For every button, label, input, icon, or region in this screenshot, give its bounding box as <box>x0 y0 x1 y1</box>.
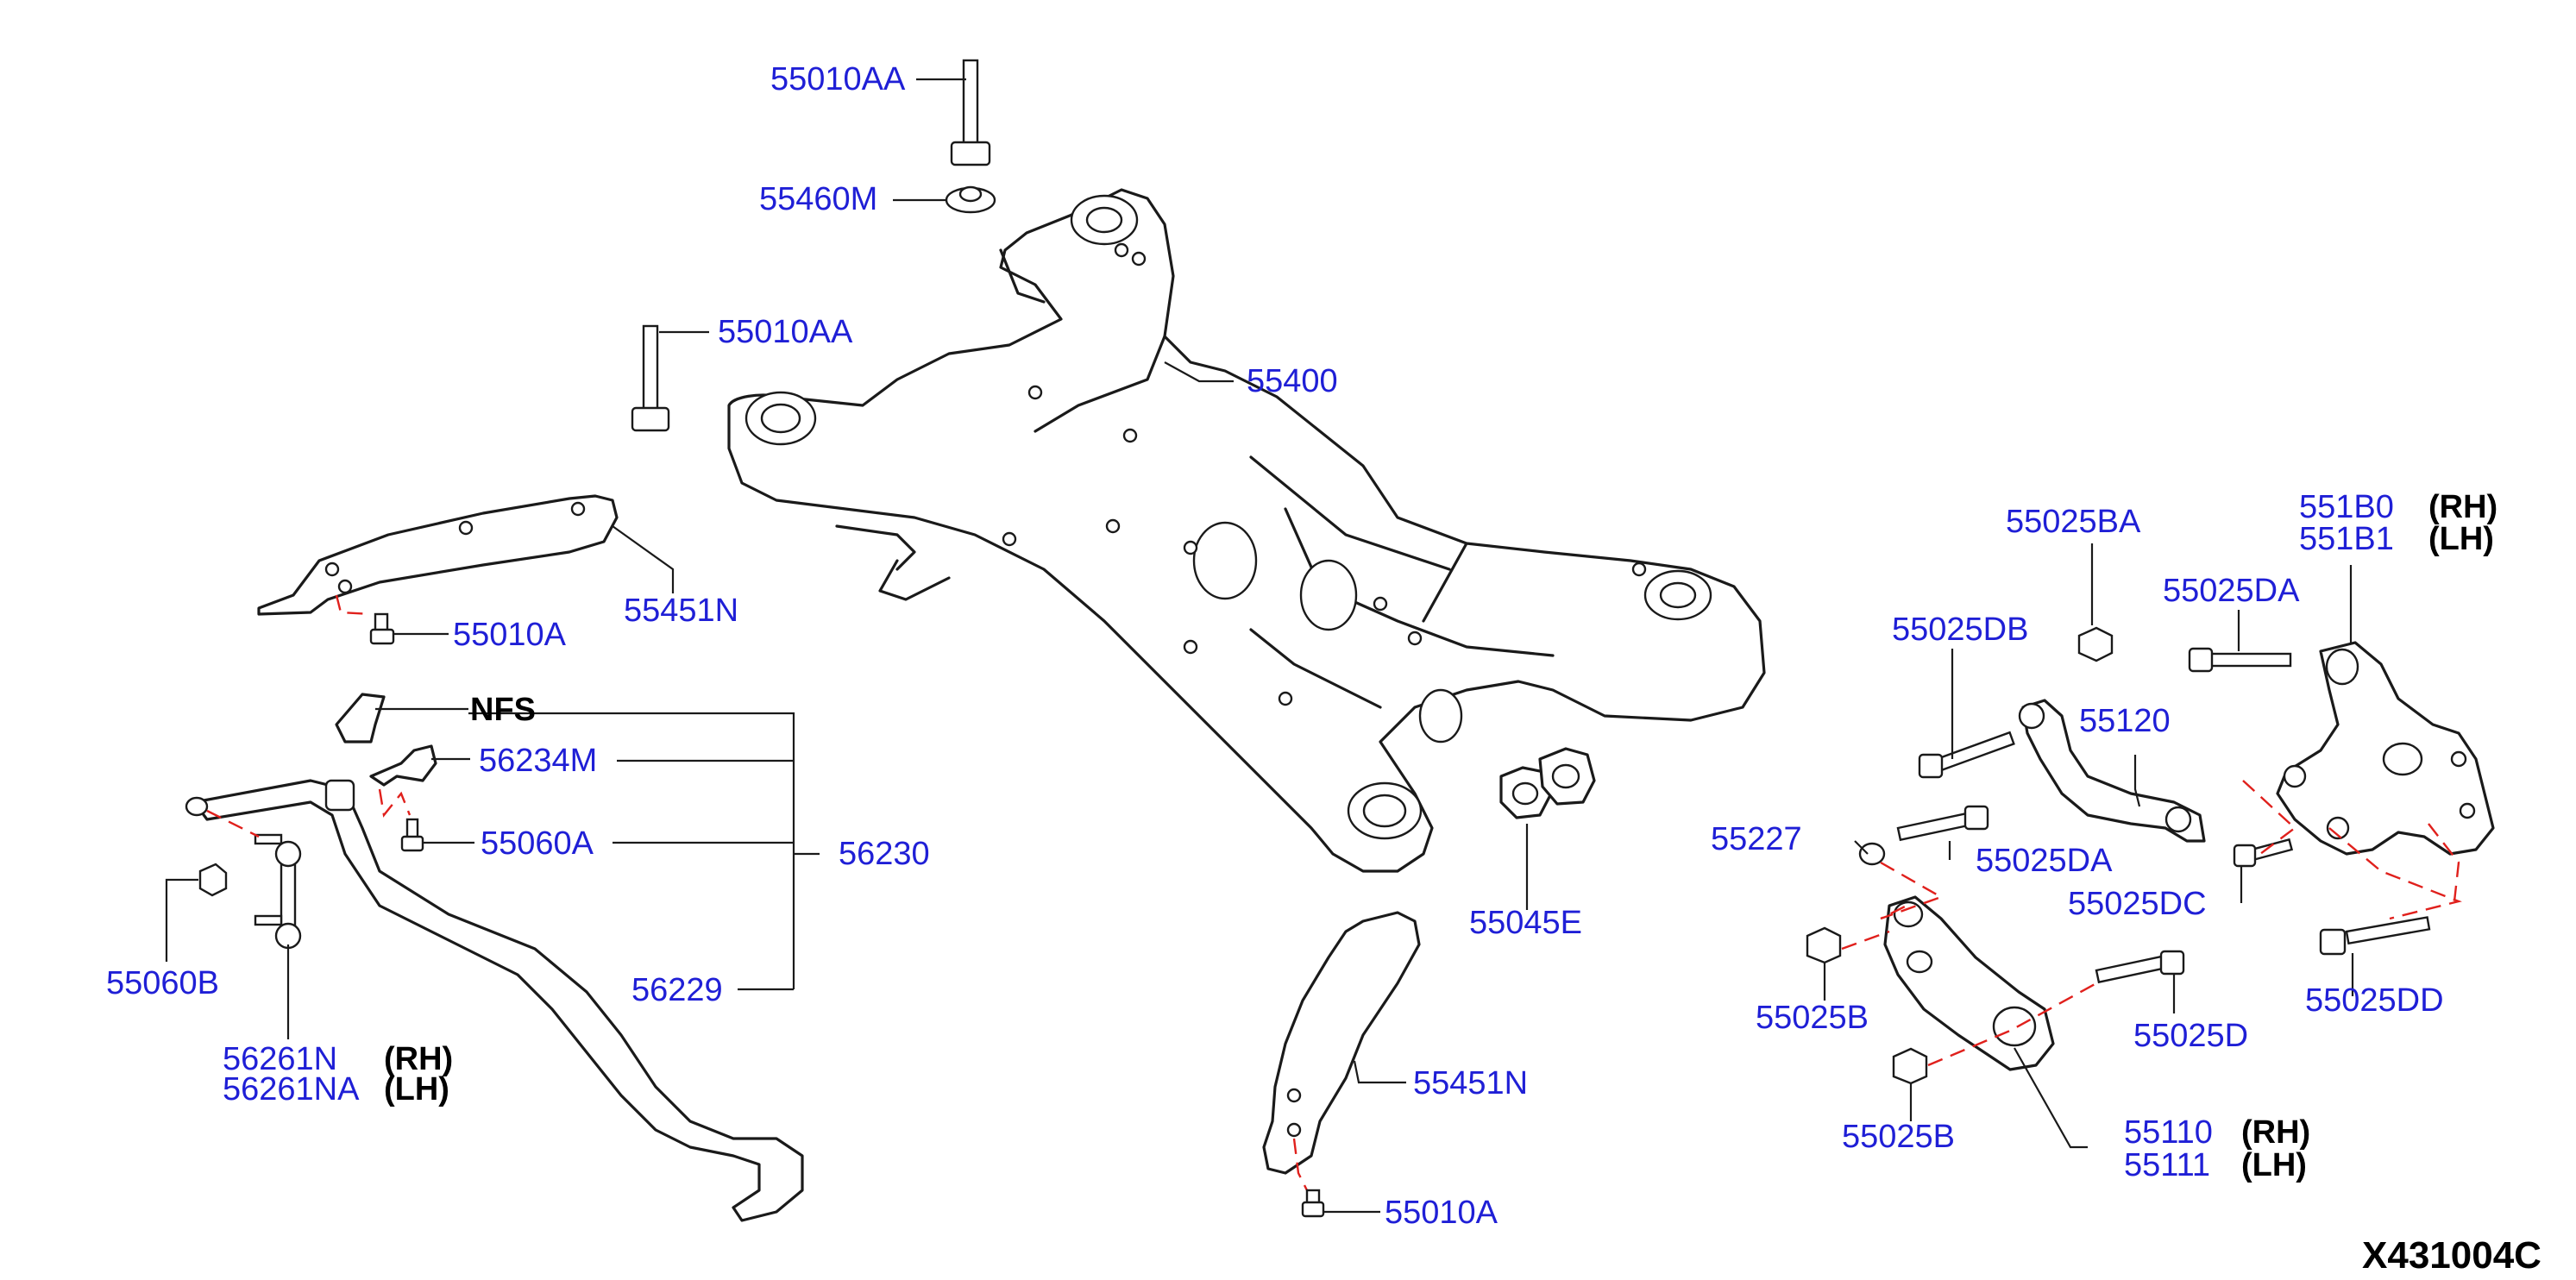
bushing-nfs[interactable] <box>335 693 386 744</box>
bolt-55025DA-mid[interactable] <box>1896 805 1989 842</box>
bolt-55060A[interactable] <box>400 818 424 852</box>
rh-tag-55110: (RH) <box>2241 1114 2310 1151</box>
stabilizer-link-56261N[interactable] <box>254 833 302 950</box>
bracket-55451N-bottom[interactable] <box>1262 911 1421 1175</box>
nfs-label: NFS <box>470 692 536 728</box>
callout-55025BA[interactable]: 55025BA <box>2006 504 2141 540</box>
bolt-55025DB[interactable] <box>1918 731 2015 779</box>
bracket-551B0[interactable] <box>2276 641 2495 856</box>
callout-551B0[interactable]: 551B0 <box>2299 489 2394 525</box>
callout-55060B[interactable]: 55060B <box>106 965 219 1001</box>
callout-55110[interactable]: 55110 <box>2124 1114 2213 1151</box>
bracket-55451N-left[interactable] <box>257 494 619 616</box>
callout-55227[interactable]: 55227 <box>1711 821 1802 857</box>
bolt-55025D[interactable] <box>2095 950 2185 984</box>
link-55120[interactable] <box>2018 699 2206 843</box>
callout-55400[interactable]: 55400 <box>1247 363 1338 399</box>
callout-56230[interactable]: 56230 <box>839 836 930 872</box>
bolt-55025DC[interactable] <box>2233 838 2294 868</box>
callout-55010AA-top[interactable]: 55010AA <box>770 61 906 97</box>
bolt-55010AA-top[interactable] <box>950 59 991 166</box>
bolt-55010AA-mid[interactable] <box>631 324 670 432</box>
bolt-55010A-bottom[interactable] <box>1301 1189 1325 1218</box>
callout-551B1[interactable]: 551B1 <box>2299 521 2394 557</box>
callout-55025D[interactable]: 55025D <box>2133 1018 2248 1054</box>
callout-55025DA-mid[interactable]: 55025DA <box>1976 843 2113 879</box>
callout-56234M[interactable]: 56234M <box>479 743 597 779</box>
callout-55010AA-mid[interactable]: 55010AA <box>718 314 853 350</box>
bolt-55010A-left[interactable] <box>369 612 395 645</box>
lh-tag-551B1: (LH) <box>2428 521 2494 557</box>
callout-55025DB[interactable]: 55025DB <box>1892 612 2028 648</box>
subframe-55400[interactable] <box>727 188 1766 873</box>
callout-55010A-left[interactable]: 55010A <box>453 617 567 653</box>
callout-56229[interactable]: 56229 <box>631 972 723 1008</box>
clamp-56234M[interactable] <box>369 744 437 787</box>
callout-55060A[interactable]: 55060A <box>481 825 594 862</box>
callout-56261N[interactable]: 56261N <box>223 1041 337 1077</box>
callout-55120[interactable]: 55120 <box>2079 703 2171 739</box>
nut-55025B-bottom[interactable] <box>1892 1047 1928 1085</box>
callout-55025DA-top[interactable]: 55025DA <box>2163 573 2300 609</box>
callout-55025DD[interactable]: 55025DD <box>2305 982 2444 1019</box>
washer-55460M[interactable] <box>945 185 996 214</box>
callout-55451N-bottom[interactable]: 55451N <box>1413 1065 1528 1101</box>
callout-55451N-left[interactable]: 55451N <box>624 593 738 629</box>
callout-55010A-bottom[interactable]: 55010A <box>1385 1195 1498 1231</box>
washer-55227[interactable] <box>1858 842 1886 866</box>
lh-tag-56261NA: (LH) <box>384 1071 449 1107</box>
diagram-code: X431004C <box>2362 1234 2541 1277</box>
rh-tag-551B0: (RH) <box>2428 489 2497 525</box>
callout-55025B-top[interactable]: 55025B <box>1756 1000 1869 1036</box>
bolt-55025DA-top[interactable] <box>2188 647 2292 673</box>
nut-55060B[interactable] <box>198 863 228 897</box>
callout-55025DC[interactable]: 55025DC <box>2068 886 2207 922</box>
callout-55025B-bottom[interactable]: 55025B <box>1842 1119 1955 1155</box>
rh-tag-56261N: (RH) <box>384 1041 453 1077</box>
washers-55045E[interactable] <box>1499 747 1596 819</box>
lh-tag-55111: (LH) <box>2241 1147 2307 1183</box>
nut-55025BA[interactable] <box>2077 626 2114 662</box>
leader-lines <box>165 78 2354 1214</box>
stabilizer-bar-56229[interactable] <box>185 779 804 1222</box>
callout-55111[interactable]: 55111 <box>2124 1147 2210 1183</box>
arm-55110[interactable] <box>1883 895 2055 1071</box>
nut-55025B-top[interactable] <box>1806 926 1842 964</box>
callout-55045E[interactable]: 55045E <box>1469 905 1582 941</box>
bolt-55025DD[interactable] <box>2319 916 2431 956</box>
callout-55460M[interactable]: 55460M <box>759 181 877 217</box>
callout-56261NA[interactable]: 56261NA <box>223 1071 360 1107</box>
